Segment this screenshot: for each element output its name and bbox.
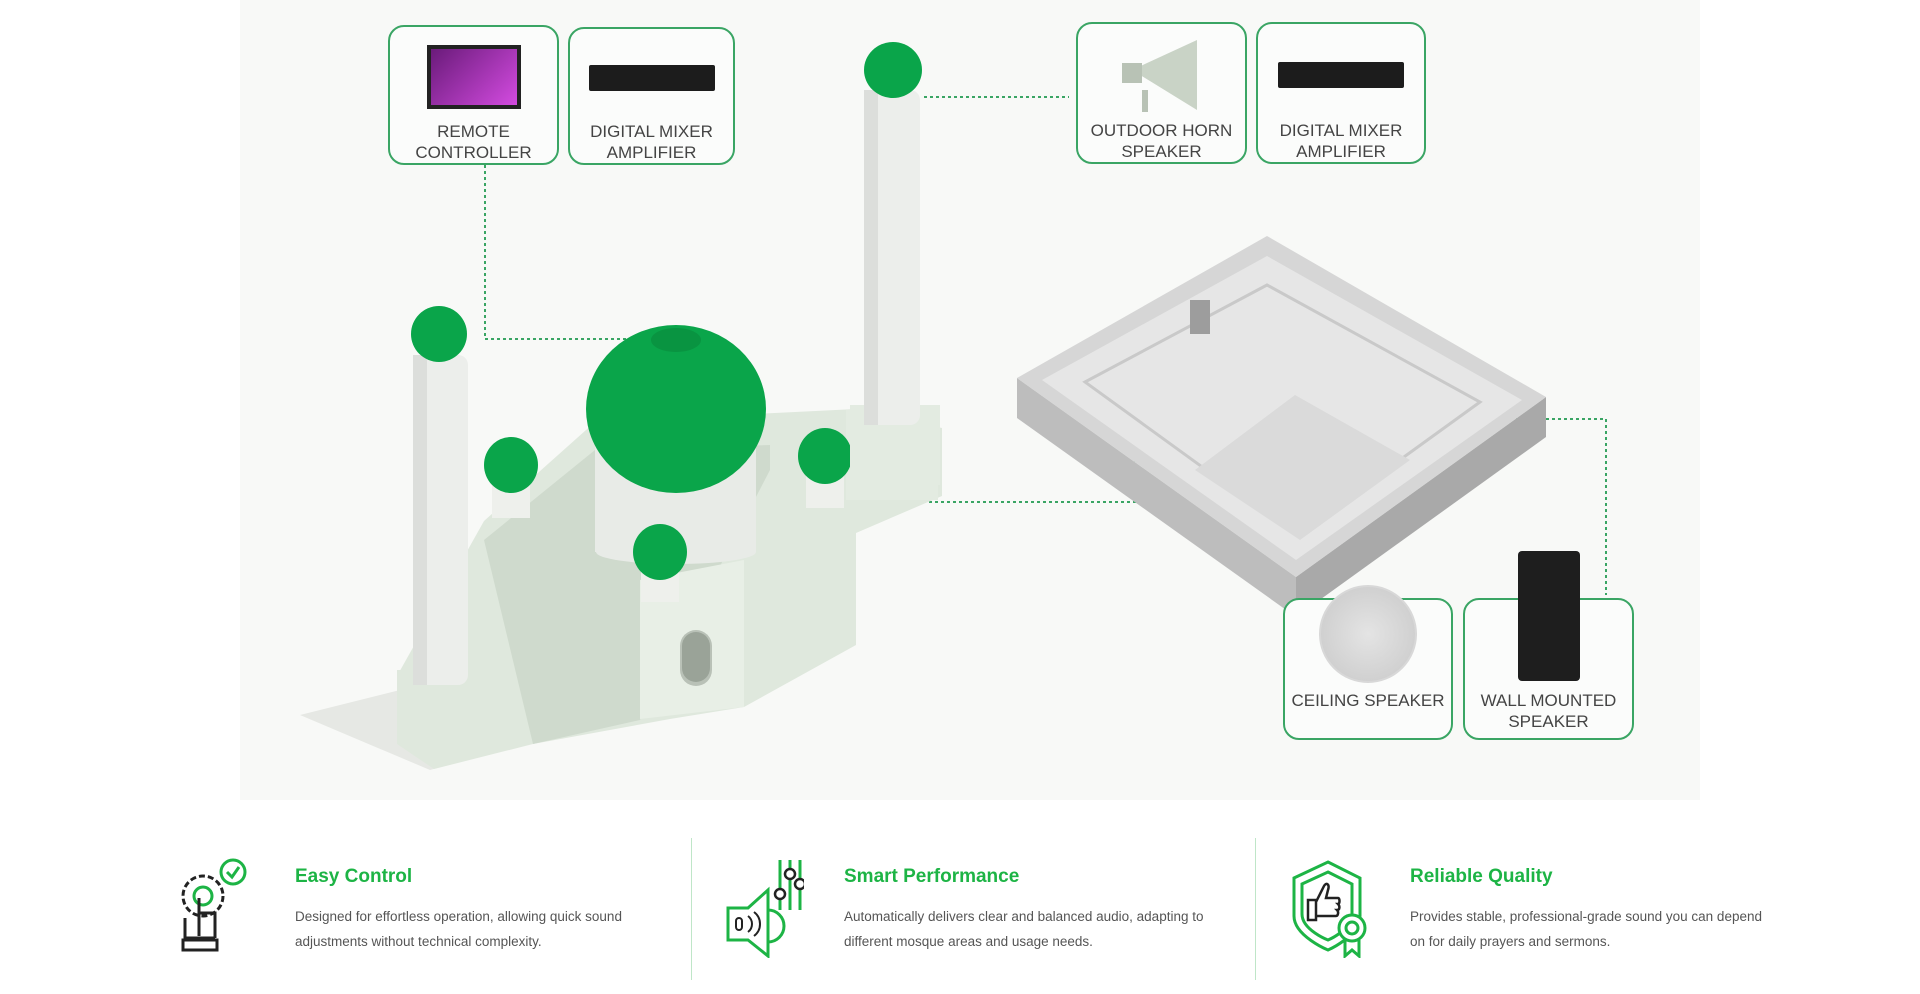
speaker-equalizer-icon — [726, 860, 804, 958]
divider — [691, 838, 692, 980]
horn-speaker-image — [1112, 36, 1212, 114]
touch-gear-icon — [181, 858, 247, 952]
remote-controller-card[interactable]: REMOTE CONTROLLER — [388, 25, 559, 165]
feature-title: Reliable Quality — [1410, 866, 1553, 887]
mosque-sound-system-illustration — [300, 42, 1607, 770]
prayer-hall-room — [1017, 236, 1546, 617]
main-dome — [586, 325, 766, 493]
mixer-amplifier-label: DIGITAL MIXER AMPLIFIER — [590, 122, 713, 162]
mosque-building — [397, 42, 942, 769]
wall-speaker-label: WALL MOUNTED SPEAKER — [1480, 691, 1617, 731]
ceiling-speaker-image — [1319, 584, 1417, 684]
ceiling-speaker-label: CEILING SPEAKER — [1291, 691, 1445, 710]
horn-speaker-label: OUTDOOR HORN SPEAKER — [1090, 121, 1233, 161]
digital-mixer-amplifier-card[interactable]: DIGITAL MIXER AMPLIFIER — [568, 27, 735, 165]
feature-description: Automatically delivers clear and balance… — [844, 909, 1204, 949]
feature-description: Designed for effortless operation, allow… — [295, 909, 622, 949]
mixer-amplifier-image — [588, 41, 715, 115]
ceiling-speaker-card[interactable]: CEILING SPEAKER — [1283, 585, 1453, 740]
remote-controller-image — [426, 39, 521, 115]
remote-controller-label: REMOTE CONTROLLER — [415, 122, 532, 162]
divider — [1255, 838, 1256, 980]
digital-mixer-amplifier-card-2[interactable]: DIGITAL MIXER AMPLIFIER — [1256, 22, 1426, 164]
mixer-amplifier-image-2 — [1278, 36, 1404, 114]
feature-title: Easy Control — [295, 866, 413, 887]
shield-thumbs-up-icon — [1292, 860, 1367, 958]
wall-speaker-image — [1517, 548, 1580, 684]
mixer-amplifier-label-2: DIGITAL MIXER AMPLIFIER — [1279, 121, 1403, 161]
wall-mounted-speaker-card[interactable]: WALL MOUNTED SPEAKER — [1463, 551, 1634, 740]
outdoor-horn-speaker-card[interactable]: OUTDOOR HORN SPEAKER — [1076, 22, 1247, 164]
feature-title: Smart Performance — [844, 866, 1020, 887]
feature-description: Provides stable, professional-grade soun… — [1410, 909, 1762, 949]
